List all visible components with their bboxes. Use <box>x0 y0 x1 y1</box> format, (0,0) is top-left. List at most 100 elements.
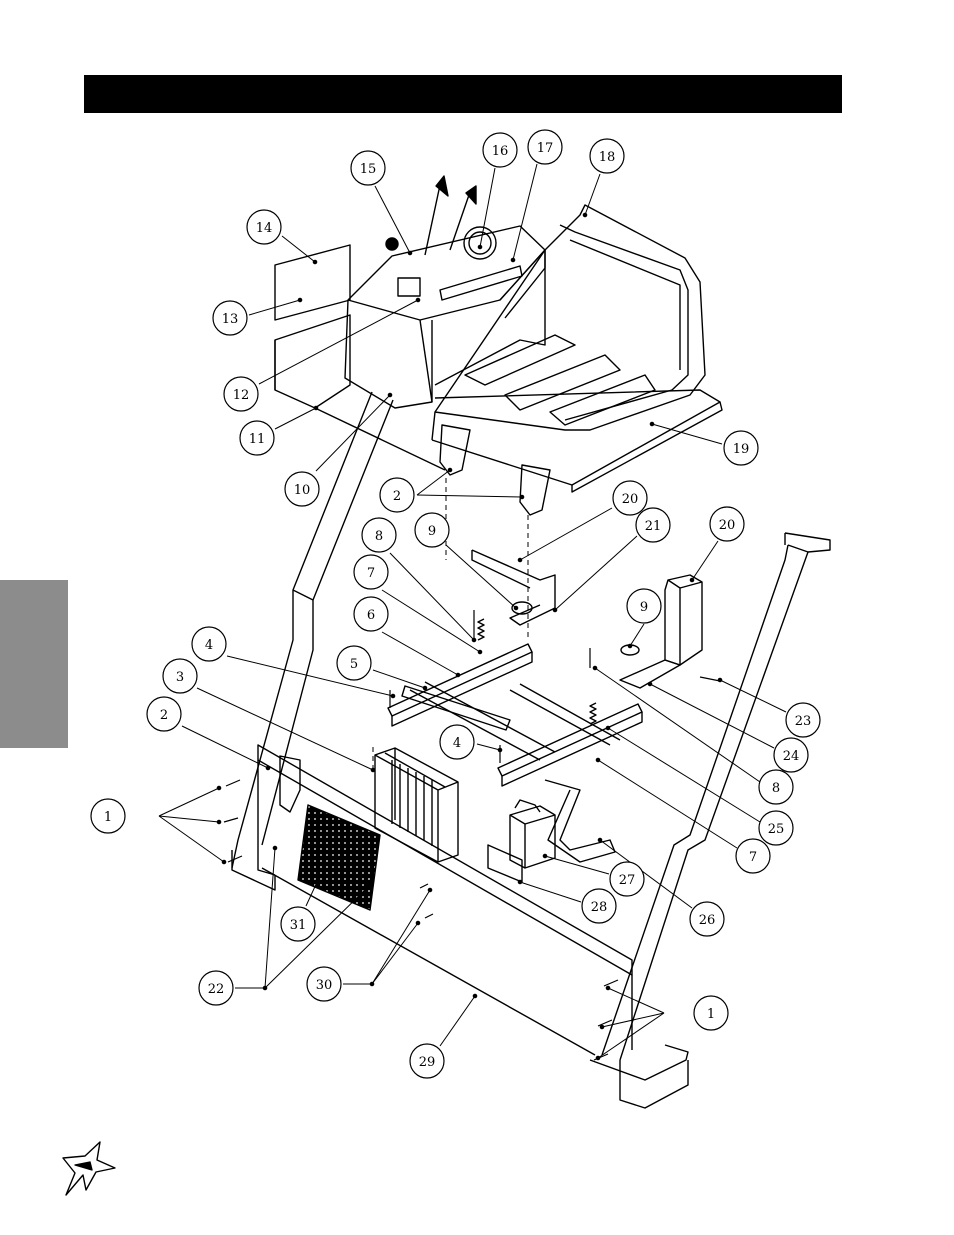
leader-arrowhead <box>552 607 558 613</box>
callout-bubble <box>635 507 671 543</box>
callout-c8a: 8 <box>361 517 477 643</box>
leader-arrowhead <box>519 494 525 500</box>
control-console <box>344 175 546 409</box>
leader-arrowhead <box>367 882 373 888</box>
leader-line <box>158 815 220 823</box>
leader-line <box>519 507 613 561</box>
leader-line <box>512 163 538 261</box>
gas-spring <box>401 685 511 731</box>
callout-number: 30 <box>316 978 333 993</box>
leader-arrowhead <box>599 1024 605 1030</box>
leader-arrowhead <box>390 693 396 699</box>
leader-arrowhead <box>605 985 611 991</box>
leader-arrowhead <box>595 757 601 763</box>
callout-bubble <box>239 420 275 456</box>
callout-c31: 31 <box>280 877 321 942</box>
hidden-lines <box>372 478 529 770</box>
operator-seat <box>431 204 706 441</box>
callout-bubble <box>90 798 126 834</box>
leader-line <box>315 394 391 472</box>
callout-bubble <box>612 480 648 516</box>
leader-line <box>371 922 419 985</box>
callout-bubble <box>414 512 450 548</box>
callout-c27: 27 <box>542 853 645 897</box>
callout-bubble <box>773 737 809 773</box>
right-upright-frame <box>601 532 831 1061</box>
left-upright-frame <box>231 391 394 869</box>
leader-arrowhead <box>592 665 598 671</box>
callout-number: 23 <box>795 714 812 729</box>
side-tab-marker <box>0 580 68 748</box>
seat-mount-bracket-upper-left <box>439 424 471 476</box>
leader-line <box>439 995 476 1047</box>
section-header-bar <box>84 75 842 113</box>
leader-arrowhead <box>407 250 413 256</box>
callout-bubble <box>280 906 316 942</box>
callout-bubble <box>439 724 475 760</box>
leader-line <box>158 787 220 817</box>
solenoid-box <box>487 799 556 883</box>
leader-line <box>181 725 269 769</box>
callout-number: 7 <box>749 850 757 865</box>
callout-c13: 13 <box>212 297 303 336</box>
callout-number: 22 <box>208 982 225 997</box>
callout-number: 1 <box>104 810 112 825</box>
leader-arrowhead <box>471 637 477 643</box>
callout-bubble <box>626 588 662 624</box>
callout-bubble <box>581 888 617 924</box>
callout-number: 16 <box>492 144 509 159</box>
leader-arrowhead <box>513 605 519 611</box>
leader-arrowhead <box>447 467 453 473</box>
callout-c19: 19 <box>649 421 759 466</box>
leader-arrowhead <box>427 887 433 893</box>
leader-line <box>607 987 665 1014</box>
callout-number: 20 <box>719 518 736 533</box>
leader-arrowhead <box>265 765 271 771</box>
callout-number: 5 <box>350 657 358 672</box>
callout-bubble <box>689 901 725 937</box>
callout-number: 29 <box>419 1055 436 1070</box>
leader-line <box>374 185 411 254</box>
leader-line <box>594 667 761 783</box>
callout-bubble <box>589 138 625 174</box>
callout-number: 11 <box>249 432 266 447</box>
callout-c18: 18 <box>582 138 625 218</box>
leader-line <box>371 889 431 985</box>
leader-arrowhead <box>313 405 319 411</box>
callout-bubble <box>246 209 282 245</box>
callout-c9b: 9 <box>626 588 662 649</box>
leader-arrowhead <box>297 297 303 303</box>
callout-c24: 24 <box>647 681 809 773</box>
callout-c25: 25 <box>605 725 794 846</box>
callout-bubble <box>609 861 645 897</box>
leader-arrowhead <box>477 244 483 250</box>
callout-c10: 10 <box>284 392 393 507</box>
callout-bubble <box>409 1043 445 1079</box>
leader-arrowhead <box>472 993 478 999</box>
callout-c30: 30 <box>306 887 433 1002</box>
leader-arrowhead <box>649 421 655 427</box>
leader-arrowhead <box>216 785 222 791</box>
callout-bubble <box>353 554 389 590</box>
callout-bubble <box>223 376 259 412</box>
leader-arrowhead <box>717 677 723 683</box>
leader-line <box>649 683 775 749</box>
leader-line <box>281 235 316 263</box>
leader-line <box>519 881 582 903</box>
leader-line <box>544 855 610 875</box>
callout-bubble <box>723 430 759 466</box>
callout-c6: 6 <box>353 596 461 678</box>
callout-c4b: 4 <box>439 724 503 760</box>
seat-rail-left <box>387 643 533 727</box>
leader-arrowhead <box>647 681 653 687</box>
callout-bubble <box>198 970 234 1006</box>
leader-line <box>584 173 601 216</box>
leader-line <box>381 589 481 653</box>
seat-switch-bracket-upper <box>471 549 556 626</box>
leader-line <box>158 815 225 863</box>
leader-arrowhead <box>415 920 421 926</box>
callout-number: 9 <box>640 600 648 615</box>
brand-logo-icon <box>62 1141 116 1196</box>
leader-arrowhead <box>689 577 695 583</box>
leader-line <box>196 687 374 771</box>
